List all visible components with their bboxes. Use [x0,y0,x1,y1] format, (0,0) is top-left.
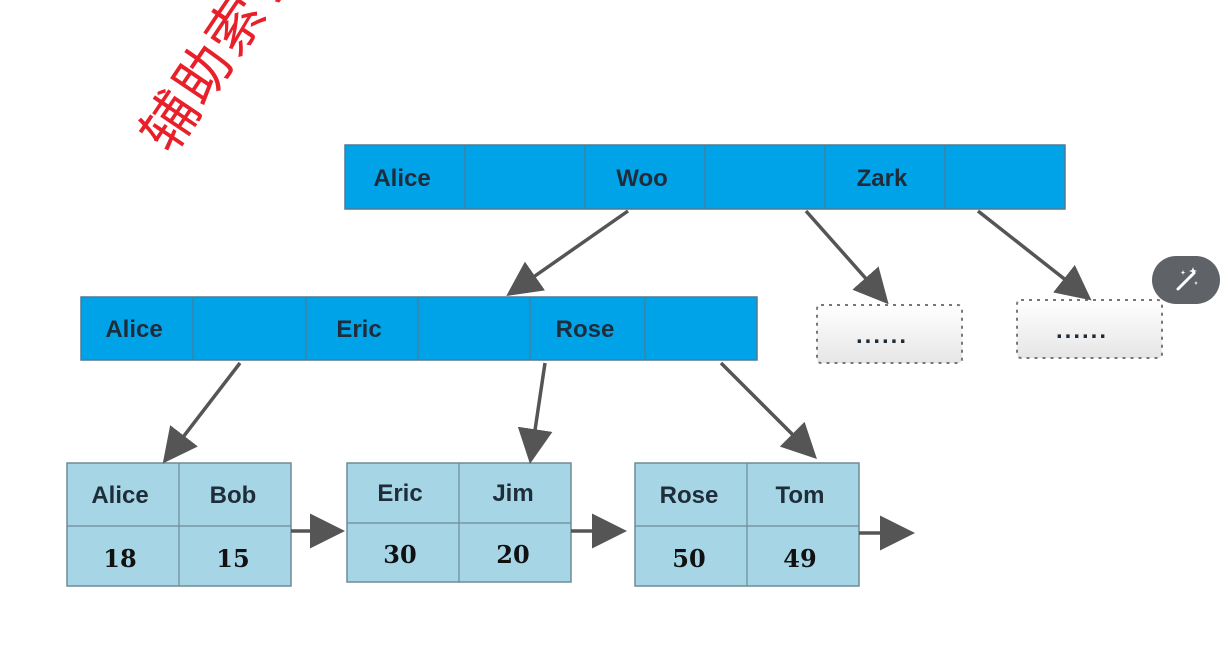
leaf-node: Eric Jim 30 20 [346,462,572,583]
leaf-key: Jim [492,480,533,507]
internal-key-alice: Alice [105,316,162,343]
placeholder-box [1016,299,1163,359]
pointer-arrow [804,209,889,305]
placeholder-node: ...... [816,304,963,364]
magic-wand-icon [1176,267,1198,291]
placeholder-box [816,304,963,364]
pointer-arrow [162,361,242,464]
root-key-zark: Zark [857,165,908,192]
pointer-arrow [976,209,1092,301]
leaf-value: 20 [496,540,529,569]
root-key-woo: Woo [616,165,668,192]
placeholder-node: ...... [1016,299,1163,359]
root-node: Alice Woo Zark [344,144,1066,210]
placeholder-ellipsis: ...... [856,322,908,349]
leaf-key: Bob [210,482,257,509]
leaf-value: 49 [783,544,816,573]
leaf-value: 50 [672,544,705,573]
pointer-arrow [719,361,817,459]
leaf-value: 15 [216,544,249,573]
leaf-key: Eric [377,480,422,507]
root-key-alice: Alice [373,165,430,192]
pointer-arrow [506,209,630,297]
pointer-arrow [517,362,553,464]
internal-key-eric: Eric [336,316,381,343]
leaf-node: Rose Tom 50 49 [634,462,860,587]
magic-edit-button[interactable] [1152,256,1220,304]
leaf-key: Tom [776,482,825,509]
leaf-node: Alice Bob 18 15 [66,462,292,587]
leaf-key: Rose [660,482,719,509]
internal-node: Alice Eric Rose [80,296,758,361]
leaf-key: Alice [91,482,148,509]
leaf-value: 30 [383,540,416,569]
internal-node-box [80,296,758,361]
leaf-value: 18 [103,544,136,573]
placeholder-ellipsis: ...... [1056,317,1108,344]
internal-key-rose: Rose [556,316,615,343]
